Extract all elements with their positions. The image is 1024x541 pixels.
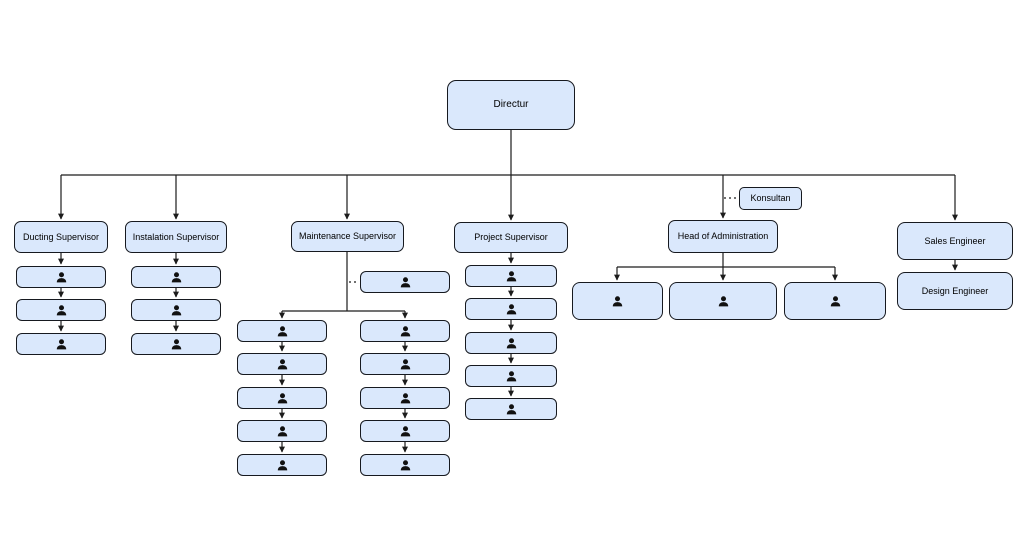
person-icon: [400, 425, 410, 436]
admin-staff-3-node: [784, 282, 886, 320]
person-icon: [400, 276, 410, 287]
node-label: Head of Administration: [677, 231, 769, 242]
maintenance-staff-l4-node: [237, 420, 327, 442]
person-icon: [400, 358, 410, 369]
maintenance-staff-l2-node: [237, 353, 327, 375]
person-icon: [506, 370, 516, 381]
person-icon: [277, 425, 287, 436]
person-icon: [612, 295, 623, 306]
project-staff-2-node: [465, 298, 557, 320]
instalation-supervisor-node: Instalation Supervisor: [125, 221, 227, 253]
node-label: Directur: [493, 99, 529, 111]
person-icon: [277, 459, 287, 470]
person-icon: [277, 392, 287, 403]
project-supervisor-node: Project Supervisor: [454, 222, 568, 253]
instalation-staff-2-node: [131, 299, 221, 321]
node-label: Design Engineer: [921, 285, 989, 296]
project-staff-5-node: [465, 398, 557, 420]
maintenance-staff-side-node: [360, 271, 450, 293]
person-icon: [400, 459, 410, 470]
node-label: Konsultan: [750, 193, 791, 204]
maintenance-staff-r5-node: [360, 454, 450, 476]
maintenance-staff-r1-node: [360, 320, 450, 342]
person-icon: [56, 338, 66, 349]
maintenance-staff-l1-node: [237, 320, 327, 342]
instalation-staff-1-node: [131, 266, 221, 288]
konsultan-node: Konsultan: [739, 187, 802, 210]
node-label: Sales Engineer: [924, 235, 986, 246]
person-icon: [400, 392, 410, 403]
node-label: Project Supervisor: [474, 232, 548, 243]
person-icon: [506, 270, 516, 281]
instalation-staff-3-node: [131, 333, 221, 355]
person-icon: [171, 338, 181, 349]
node-label: Ducting Supervisor: [22, 231, 100, 242]
ducting-staff-3-node: [16, 333, 106, 355]
maintenance-supervisor-node: Maintenance Supervisor: [291, 221, 404, 252]
maintenance-staff-r3-node: [360, 387, 450, 409]
person-icon: [506, 403, 516, 414]
sales-engineer-node: Sales Engineer: [897, 222, 1013, 260]
person-icon: [56, 304, 66, 315]
maintenance-staff-r4-node: [360, 420, 450, 442]
directur-node: Directur: [447, 80, 575, 130]
admin-staff-2-node: [669, 282, 777, 320]
design-engineer-node: Design Engineer: [897, 272, 1013, 310]
person-icon: [718, 295, 728, 306]
head-of-administration-node: Head of Administration: [668, 220, 778, 253]
admin-staff-1-node: [572, 282, 663, 320]
person-icon: [830, 295, 840, 306]
person-icon: [56, 271, 66, 282]
person-icon: [506, 303, 516, 314]
person-icon: [277, 358, 287, 369]
project-staff-4-node: [465, 365, 557, 387]
person-icon: [171, 271, 181, 282]
maintenance-staff-l5-node: [237, 454, 327, 476]
node-label: Maintenance Supervisor: [298, 231, 397, 242]
node-label: Instalation Supervisor: [132, 231, 220, 242]
ducting-staff-2-node: [16, 299, 106, 321]
ducting-staff-1-node: [16, 266, 106, 288]
person-icon: [400, 325, 410, 336]
ducting-supervisor-node: Ducting Supervisor: [14, 221, 108, 253]
maintenance-staff-l3-node: [237, 387, 327, 409]
project-staff-1-node: [465, 265, 557, 287]
person-icon: [277, 325, 287, 336]
maintenance-staff-r2-node: [360, 353, 450, 375]
person-icon: [171, 304, 181, 315]
project-staff-3-node: [465, 332, 557, 354]
person-icon: [506, 337, 516, 348]
